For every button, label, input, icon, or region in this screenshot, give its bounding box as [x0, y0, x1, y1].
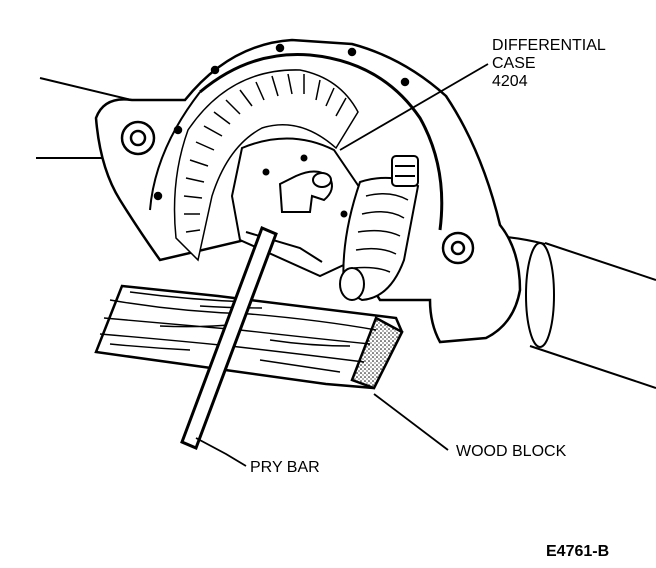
- bearing-cap: [339, 155, 420, 302]
- wood-block-leader: [373, 393, 449, 451]
- differential-case-part-number: 4204: [492, 73, 528, 90]
- wood-block: [94, 284, 404, 390]
- pry-bar: [180, 226, 278, 450]
- pry-bar-leader: [195, 437, 247, 467]
- differential-case-label-line1: DIFFERENTIAL: [492, 37, 606, 54]
- case-leader: [339, 63, 489, 151]
- pry-bar-label: PRY BAR: [250, 459, 320, 476]
- differential-case-label-line2: CASE: [492, 55, 536, 72]
- leader-lines: [195, 63, 489, 467]
- wood-block-label: WOOD BLOCK: [456, 443, 567, 460]
- ring-gear: [173, 69, 359, 262]
- figure-code: E4761-B: [546, 543, 609, 560]
